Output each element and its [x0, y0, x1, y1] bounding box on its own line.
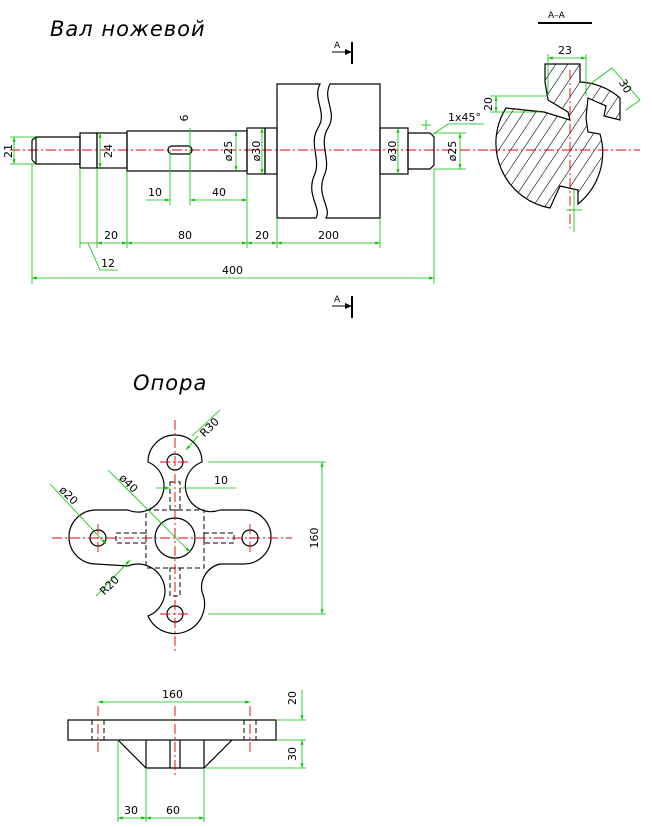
dim-text-400: 400 — [222, 264, 243, 277]
dim-text-20-front: 20 — [286, 691, 299, 705]
shaft-step-d24 — [79, 132, 98, 169]
dim-text-80: 80 — [178, 229, 192, 242]
section-label-bottom: А — [334, 295, 341, 305]
dim-line-30-sec — [589, 67, 641, 111]
dim-line-d20 — [49, 483, 107, 545]
support-plate — [67, 719, 277, 741]
dim-text-40: 40 — [212, 186, 226, 199]
dim-leader-chamfer — [431, 123, 484, 136]
dim-text-160-h: 160 — [162, 688, 183, 701]
dim-text-d25-right: ø25 — [446, 141, 459, 162]
dim-text-10-plan: 10 — [214, 474, 228, 487]
dim-text-60-bottom: 60 — [166, 804, 180, 817]
dim-text-r30: R30 — [197, 415, 221, 439]
shaft-end-right — [407, 132, 435, 170]
dim-text-d24: 24 — [102, 144, 115, 158]
support-plan-view: R30 ø40 ø20 10 160 R20 — [49, 409, 326, 652]
dim-leader-12 — [87, 242, 118, 271]
shaft-step-d21 — [31, 136, 81, 165]
dim-text-d25: ø25 — [222, 141, 235, 162]
section-label-top: А — [334, 41, 341, 51]
dim-text-30-sec: 30 — [616, 77, 634, 96]
dim-text-23: 23 — [558, 44, 572, 57]
section-title: А–А — [548, 11, 566, 21]
dim-text-160-v: 160 — [308, 528, 321, 549]
section-marker-top: А — [332, 41, 353, 64]
dim-text-r20: R20 — [97, 573, 121, 597]
dim-line-d40 — [107, 469, 191, 553]
dim-line-r20 — [95, 559, 131, 597]
support-front-view: 160 20 30 30 60 — [67, 688, 306, 822]
dim-text-d21: 21 — [2, 144, 15, 158]
dim-leader-r30 — [191, 409, 221, 437]
section-outline — [495, 63, 621, 209]
dim-text-200: 200 — [318, 229, 339, 242]
dim-text-d30: ø30 — [250, 141, 263, 162]
dim-text-d40: ø40 — [117, 472, 141, 496]
shaft-view: 21 24 ø25 ø30 ø30 ø25 6 10 40 20 80 20 2… — [2, 41, 490, 318]
cutter-body-right — [321, 83, 381, 219]
dim-text-12: 12 — [101, 257, 115, 270]
dim-text-d30-right: ø30 — [386, 141, 399, 162]
dim-text-d20: ø20 — [57, 484, 81, 508]
dim-text-20-sec: 20 — [482, 97, 495, 111]
shaft-collar-left-2 — [264, 127, 278, 175]
shaft-title: Вал ножевой — [50, 17, 206, 41]
dim-text-20a: 20 — [104, 229, 118, 242]
cutter-body-left — [276, 83, 323, 219]
dim-text-30-front: 30 — [286, 747, 299, 761]
dim-text-30-bottom: 30 — [124, 804, 138, 817]
dim-text-10: 10 — [148, 186, 162, 199]
dim-text-chamfer: 1x45° — [448, 111, 481, 124]
support-title: Опора — [133, 371, 207, 395]
support-outline — [68, 434, 272, 635]
dim-arrow-r30 — [185, 435, 199, 451]
section-hatching — [495, 64, 620, 208]
dim-text-key: 6 — [178, 115, 191, 122]
section-marker-bottom: А — [332, 295, 353, 318]
dim-text-20b: 20 — [255, 229, 269, 242]
